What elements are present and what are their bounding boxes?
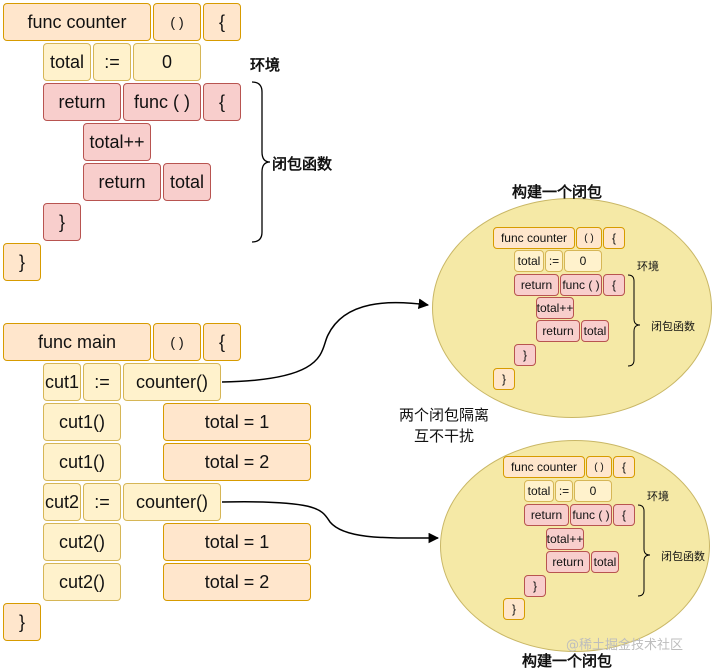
isolation-label-1: 两个闭包隔离 — [398, 406, 489, 424]
mini1-close-brace: } — [493, 368, 515, 390]
mini2-closure-brace — [637, 504, 651, 597]
return-total: total — [163, 163, 211, 201]
mini2-closure-func-label: 闭包函数 — [661, 550, 705, 563]
cut2-variable: cut2 — [43, 483, 81, 521]
mini2-total-ret: total — [591, 551, 619, 573]
counter-call-2: counter() — [123, 483, 221, 521]
func-main-keyword: func main — [3, 323, 151, 361]
main-parens: ( ) — [153, 323, 201, 361]
isolation-label-2: 互不干扰 — [413, 427, 474, 445]
mini1-zero: 0 — [564, 250, 602, 272]
cut2-call-second: cut2() — [43, 563, 121, 601]
cut1-call-first: cut1() — [43, 403, 121, 441]
cut1-assign: := — [83, 363, 121, 401]
cut2-result-second: total = 2 — [163, 563, 311, 601]
return-keyword: return — [43, 83, 121, 121]
mini1-closure-brace — [627, 274, 641, 367]
counter-close-brace: } — [3, 243, 41, 281]
mini2-total: total — [524, 480, 554, 502]
arrow-to-closure-2 — [221, 500, 440, 544]
closure-function-label: 闭包函数 — [272, 155, 333, 173]
mini1-total-ret: total — [581, 320, 609, 342]
mini1-open-brace: { — [603, 227, 625, 249]
mini2-func-anon: func ( ) — [570, 504, 612, 526]
counter-open-brace: { — [203, 3, 241, 41]
cut1-result-second: total = 2 — [163, 443, 311, 481]
environment-label: 环境 — [250, 56, 281, 74]
inner-close-brace: } — [43, 203, 81, 241]
build-closure-title-1: 构建一个闭包 — [512, 183, 603, 201]
counter-call-1: counter() — [123, 363, 221, 401]
mini1-inner-open: { — [603, 274, 625, 296]
mini1-inner-close: } — [514, 344, 536, 366]
mini2-return-2: return — [546, 551, 590, 573]
mini1-environment-label: 环境 — [637, 260, 659, 273]
mini2-open-brace: { — [613, 456, 635, 478]
anon-func-keyword: func ( ) — [123, 83, 201, 121]
cut2-call-first: cut2() — [43, 523, 121, 561]
mini2-parens: ( ) — [586, 456, 612, 478]
cut1-result-first: total = 1 — [163, 403, 311, 441]
counter-parens: ( ) — [153, 3, 201, 41]
mini1-parens: ( ) — [576, 227, 602, 249]
mini1-func-counter: func counter — [493, 227, 575, 249]
mini1-func-anon: func ( ) — [560, 274, 602, 296]
total-variable: total — [43, 43, 91, 81]
mini2-total-inc: total++ — [546, 528, 584, 550]
assign-operator: := — [93, 43, 131, 81]
closure-brace — [251, 81, 271, 243]
watermark: @稀土掘金技术社区 — [566, 638, 684, 653]
func-counter-keyword: func counter — [3, 3, 151, 41]
mini2-inner-close: } — [524, 575, 546, 597]
cut2-assign: := — [83, 483, 121, 521]
build-closure-title-2: 构建一个闭包 — [522, 652, 613, 670]
mini2-assign: := — [555, 480, 573, 502]
mini2-return: return — [524, 504, 569, 526]
mini1-return-2: return — [536, 320, 580, 342]
mini2-inner-open: { — [613, 504, 635, 526]
arrow-to-closure-1 — [221, 298, 430, 383]
main-open-brace: { — [203, 323, 241, 361]
mini2-zero: 0 — [574, 480, 612, 502]
mini1-total-inc: total++ — [536, 297, 574, 319]
initial-zero: 0 — [133, 43, 201, 81]
inner-return-keyword: return — [83, 163, 161, 201]
mini1-return: return — [514, 274, 559, 296]
cut1-call-second: cut1() — [43, 443, 121, 481]
total-increment: total++ — [83, 123, 151, 161]
main-close-brace: } — [3, 603, 41, 641]
mini1-assign: := — [545, 250, 563, 272]
mini1-total: total — [514, 250, 544, 272]
mini2-environment-label: 环境 — [647, 490, 669, 503]
mini2-close-brace: } — [503, 598, 525, 620]
mini1-closure-func-label: 闭包函数 — [651, 320, 695, 333]
cut1-variable: cut1 — [43, 363, 81, 401]
cut2-result-first: total = 1 — [163, 523, 311, 561]
mini2-func-counter: func counter — [503, 456, 585, 478]
inner-open-brace: { — [203, 83, 241, 121]
